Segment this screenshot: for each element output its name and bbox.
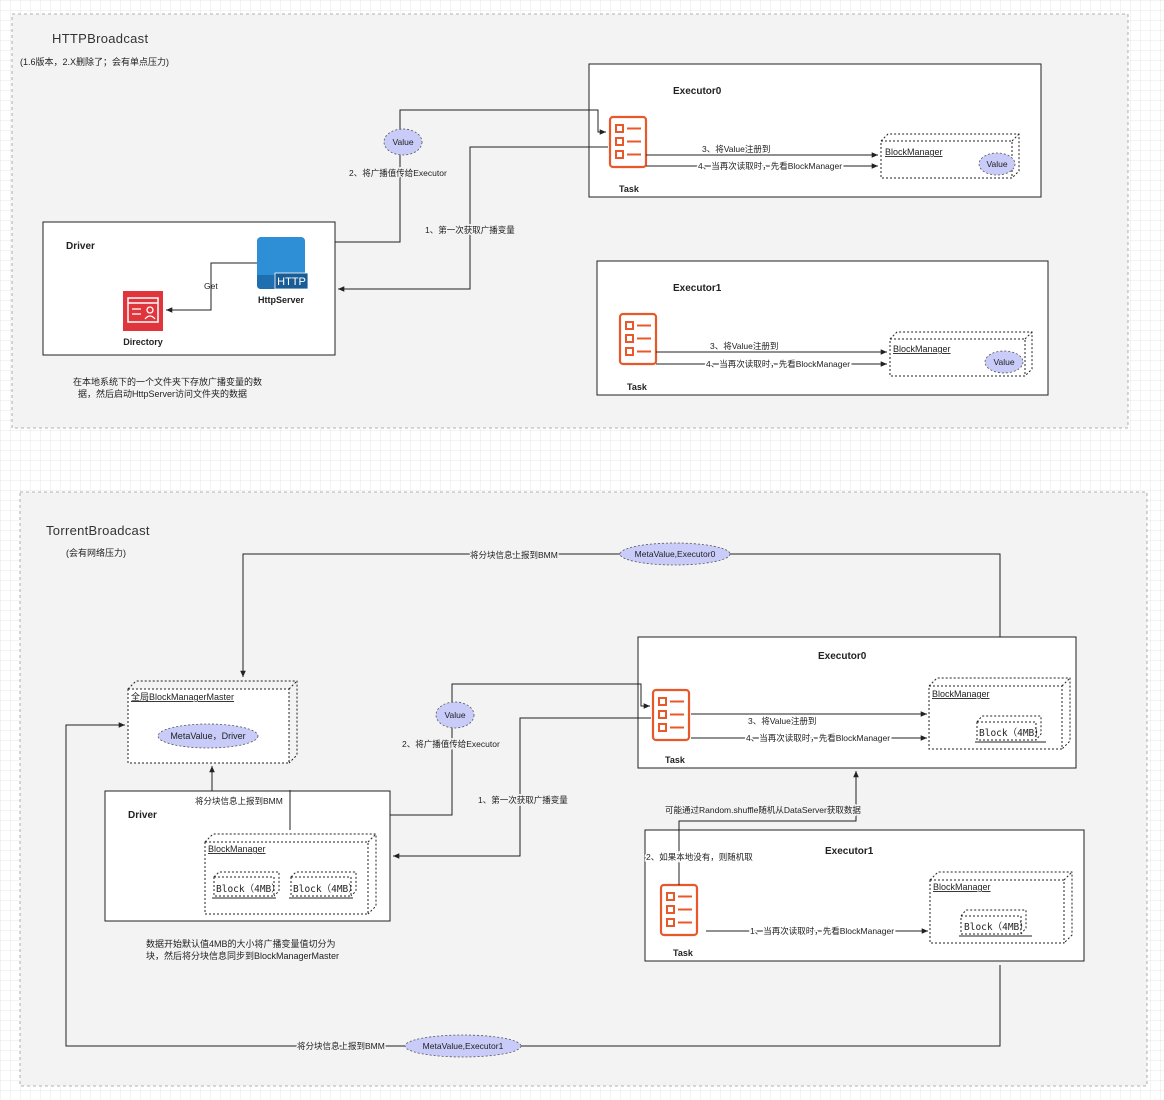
http-executor0-bm-label: BlockManager: [885, 147, 943, 157]
torrent-driver-bm-label: BlockManager: [208, 844, 266, 854]
http-executor1-bm-value-text: Value: [993, 357, 1014, 367]
http-driver-label: Driver: [66, 241, 95, 252]
torrent-driver-label: Driver: [128, 810, 157, 821]
directory-icon: [123, 291, 163, 331]
torrent-executor1-block-label: Block（4MB）: [964, 921, 1029, 933]
http-executor0-task-label: Task: [619, 184, 640, 194]
http-server-label: HttpServer: [258, 295, 305, 305]
torrent-meta-exec1-oval: [404, 1034, 522, 1058]
http-executor1-blockmanager: BlockManager Value: [889, 331, 1033, 377]
torrent-executor0-bm-label: BlockManager: [932, 689, 990, 699]
torrent-value-oval: [435, 701, 475, 729]
http-executor1-label: Executor1: [673, 283, 722, 294]
torrent-executor0-label: Executor0: [818, 651, 867, 662]
torrent-driver-report-label: 将分块信息上报到BMM: [195, 796, 283, 806]
torrent-executor0-step4: 4、当再次读取时，先看BlockManager: [746, 733, 890, 743]
torrent-driver-blockmanager: BlockManager Block（4MB） Block（4MB）: [204, 833, 377, 915]
torrent-executor1-task-label: Task: [673, 948, 694, 958]
torrent-driver-block-1-label: Block（4MB）: [216, 883, 281, 895]
torrent-top-report-label: 将分块信息上报到BMM: [470, 550, 558, 560]
torrent-value-oval-text: Value: [444, 710, 465, 720]
http-executor1-bm-value-oval: [984, 350, 1024, 374]
torrent-global-bmm-label: 全局BlockManagerMaster: [131, 691, 234, 702]
http-note-line1: 在本地系统下的一个文件夹下存放广播变量的数: [73, 376, 262, 387]
torrent-executor0-blockmanager: BlockManager Block（4MB）: [928, 677, 1071, 750]
http-executor0-step3: 3、将Value注册到: [702, 144, 770, 154]
http-get-label: Get: [204, 281, 218, 291]
torrent-random-fetch-label: 可能通过Random.shuffle随机从DataServer获取数据: [665, 805, 861, 815]
http-title: HTTPBroadcast: [52, 31, 148, 46]
torrent-subtitle: (会有网络压力): [66, 547, 126, 558]
torrent-broadcast-panel: TorrentBroadcast (会有网络压力) 将分块信息上报到BMM Me…: [19, 491, 1148, 1087]
http-step1-label: 1、第一次获取广播变量: [425, 225, 515, 235]
torrent-title: TorrentBroadcast: [46, 523, 150, 538]
torrent-meta-exec1-text: MetaValue,Executor1: [423, 1041, 504, 1051]
torrent-executor1-label: Executor1: [825, 846, 874, 857]
http-note-line2: 据，然后启动HttpServer访问文件夹的数据: [78, 388, 247, 399]
torrent-executor0-step3: 3、将Value注册到: [748, 716, 816, 726]
torrent-executor1-block: Block（4MB）: [959, 909, 1032, 937]
torrent-executor0-task-label: Task: [665, 755, 686, 765]
http-executor0-blockmanager: BlockManager Value: [880, 133, 1020, 179]
torrent-executor1-blockmanager: BlockManager Block（4MB）: [929, 871, 1073, 944]
http-executor1-task-label: Task: [627, 382, 648, 392]
http-executor1-task-icon: [618, 312, 658, 366]
torrent-driver-block-2-label: Block（4MB）: [293, 883, 358, 895]
http-executor0-task-icon: [608, 115, 648, 169]
torrent-driver-block-2: Block（4MB）: [289, 871, 358, 899]
http-icon-text: HTTP: [277, 276, 306, 288]
torrent-note-line1: 数据开始默认值4MB的大小将广播变量值切分为: [146, 938, 336, 949]
http-executor0-bm-value-oval: [978, 152, 1016, 176]
torrent-meta-driver-oval: [157, 723, 259, 749]
torrent-note-line2: 块，然后将分块信息同步到BlockManagerMaster: [146, 950, 339, 961]
torrent-step2-label: 2、将广播值传给Executor: [402, 739, 500, 749]
http-executor1-step3: 3、将Value注册到: [710, 341, 778, 351]
http-executor1-step4: 4、当再次读取时，先看BlockManager: [706, 359, 850, 369]
http-broadcast-panel: HTTPBroadcast (1.6版本，2.X删除了；会有单点压力) Exec…: [11, 13, 1129, 429]
http-subtitle: (1.6版本，2.X删除了；会有单点压力): [20, 56, 169, 67]
http-value-oval-text: Value: [392, 137, 413, 147]
http-step2-label: 2、将广播值传给Executor: [349, 168, 447, 178]
torrent-step1-label: 1、第一次获取广播变量: [478, 795, 568, 805]
torrent-executor0-block: Block（4MB）: [975, 715, 1046, 743]
http-value-oval: [383, 128, 423, 156]
torrent-meta-exec0-oval: [619, 542, 731, 566]
torrent-meta-exec0-text: MetaValue,Executor0: [635, 549, 716, 559]
torrent-executor1-bm-label: BlockManager: [933, 882, 991, 892]
torrent-executor0-block-label: Block（4MB）: [979, 727, 1044, 739]
http-executor0-bm-value-text: Value: [986, 159, 1007, 169]
torrent-global-bmm: 全局BlockManagerMaster MetaValue，Driver: [127, 680, 298, 764]
http-server-icon: HTTP: [257, 237, 309, 290]
torrent-executor0-task-icon: [651, 688, 691, 742]
directory-label: Directory: [123, 337, 163, 347]
http-executor0-label: Executor0: [673, 86, 722, 97]
torrent-driver-block-1: Block（4MB）: [212, 871, 281, 899]
torrent-local-missing-label: 2、如果本地没有，则随机取: [646, 852, 753, 862]
http-executor0-step4: 4、当再次读取时，先看BlockManager: [698, 161, 842, 171]
torrent-meta-driver-text: MetaValue，Driver: [170, 731, 245, 741]
torrent-executor1-step1: 1、当再次读取时，先看BlockManager: [750, 926, 894, 936]
torrent-executor1-task-icon: [659, 883, 699, 937]
http-executor1-bm-label: BlockManager: [893, 344, 951, 354]
torrent-bottom-report-label: 将分块信息上报到BMM: [297, 1041, 385, 1051]
